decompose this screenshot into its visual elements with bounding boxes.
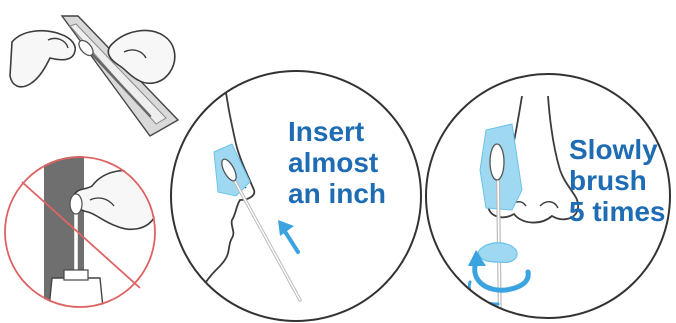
brush-line-3: 5 times (569, 196, 666, 227)
swab-tip (70, 194, 82, 214)
swab-holder (48, 278, 104, 318)
brush-line-2: brush (569, 165, 647, 196)
do-not-touch-swab-tip-icon (0, 150, 170, 323)
insert-instruction-text: Insert almost an inch (288, 116, 386, 209)
insert-line-2: almost (288, 147, 378, 178)
finger-holding-swab (478, 243, 517, 263)
left-hand (10, 31, 75, 87)
brush-instruction-text: Slowly brush 5 times (569, 134, 666, 227)
insert-swab-in-nostril-icon: Insert almost an inch (170, 62, 430, 323)
hands-opening-package-icon (10, 16, 178, 136)
brush-swab-in-nostril-icon: Slowly brush 5 times (420, 70, 676, 323)
insert-line-1: Insert (288, 116, 364, 147)
brush-line-1: Slowly (569, 134, 658, 165)
insert-line-3: an inch (288, 178, 386, 209)
brushing-swab-tip (490, 144, 504, 180)
